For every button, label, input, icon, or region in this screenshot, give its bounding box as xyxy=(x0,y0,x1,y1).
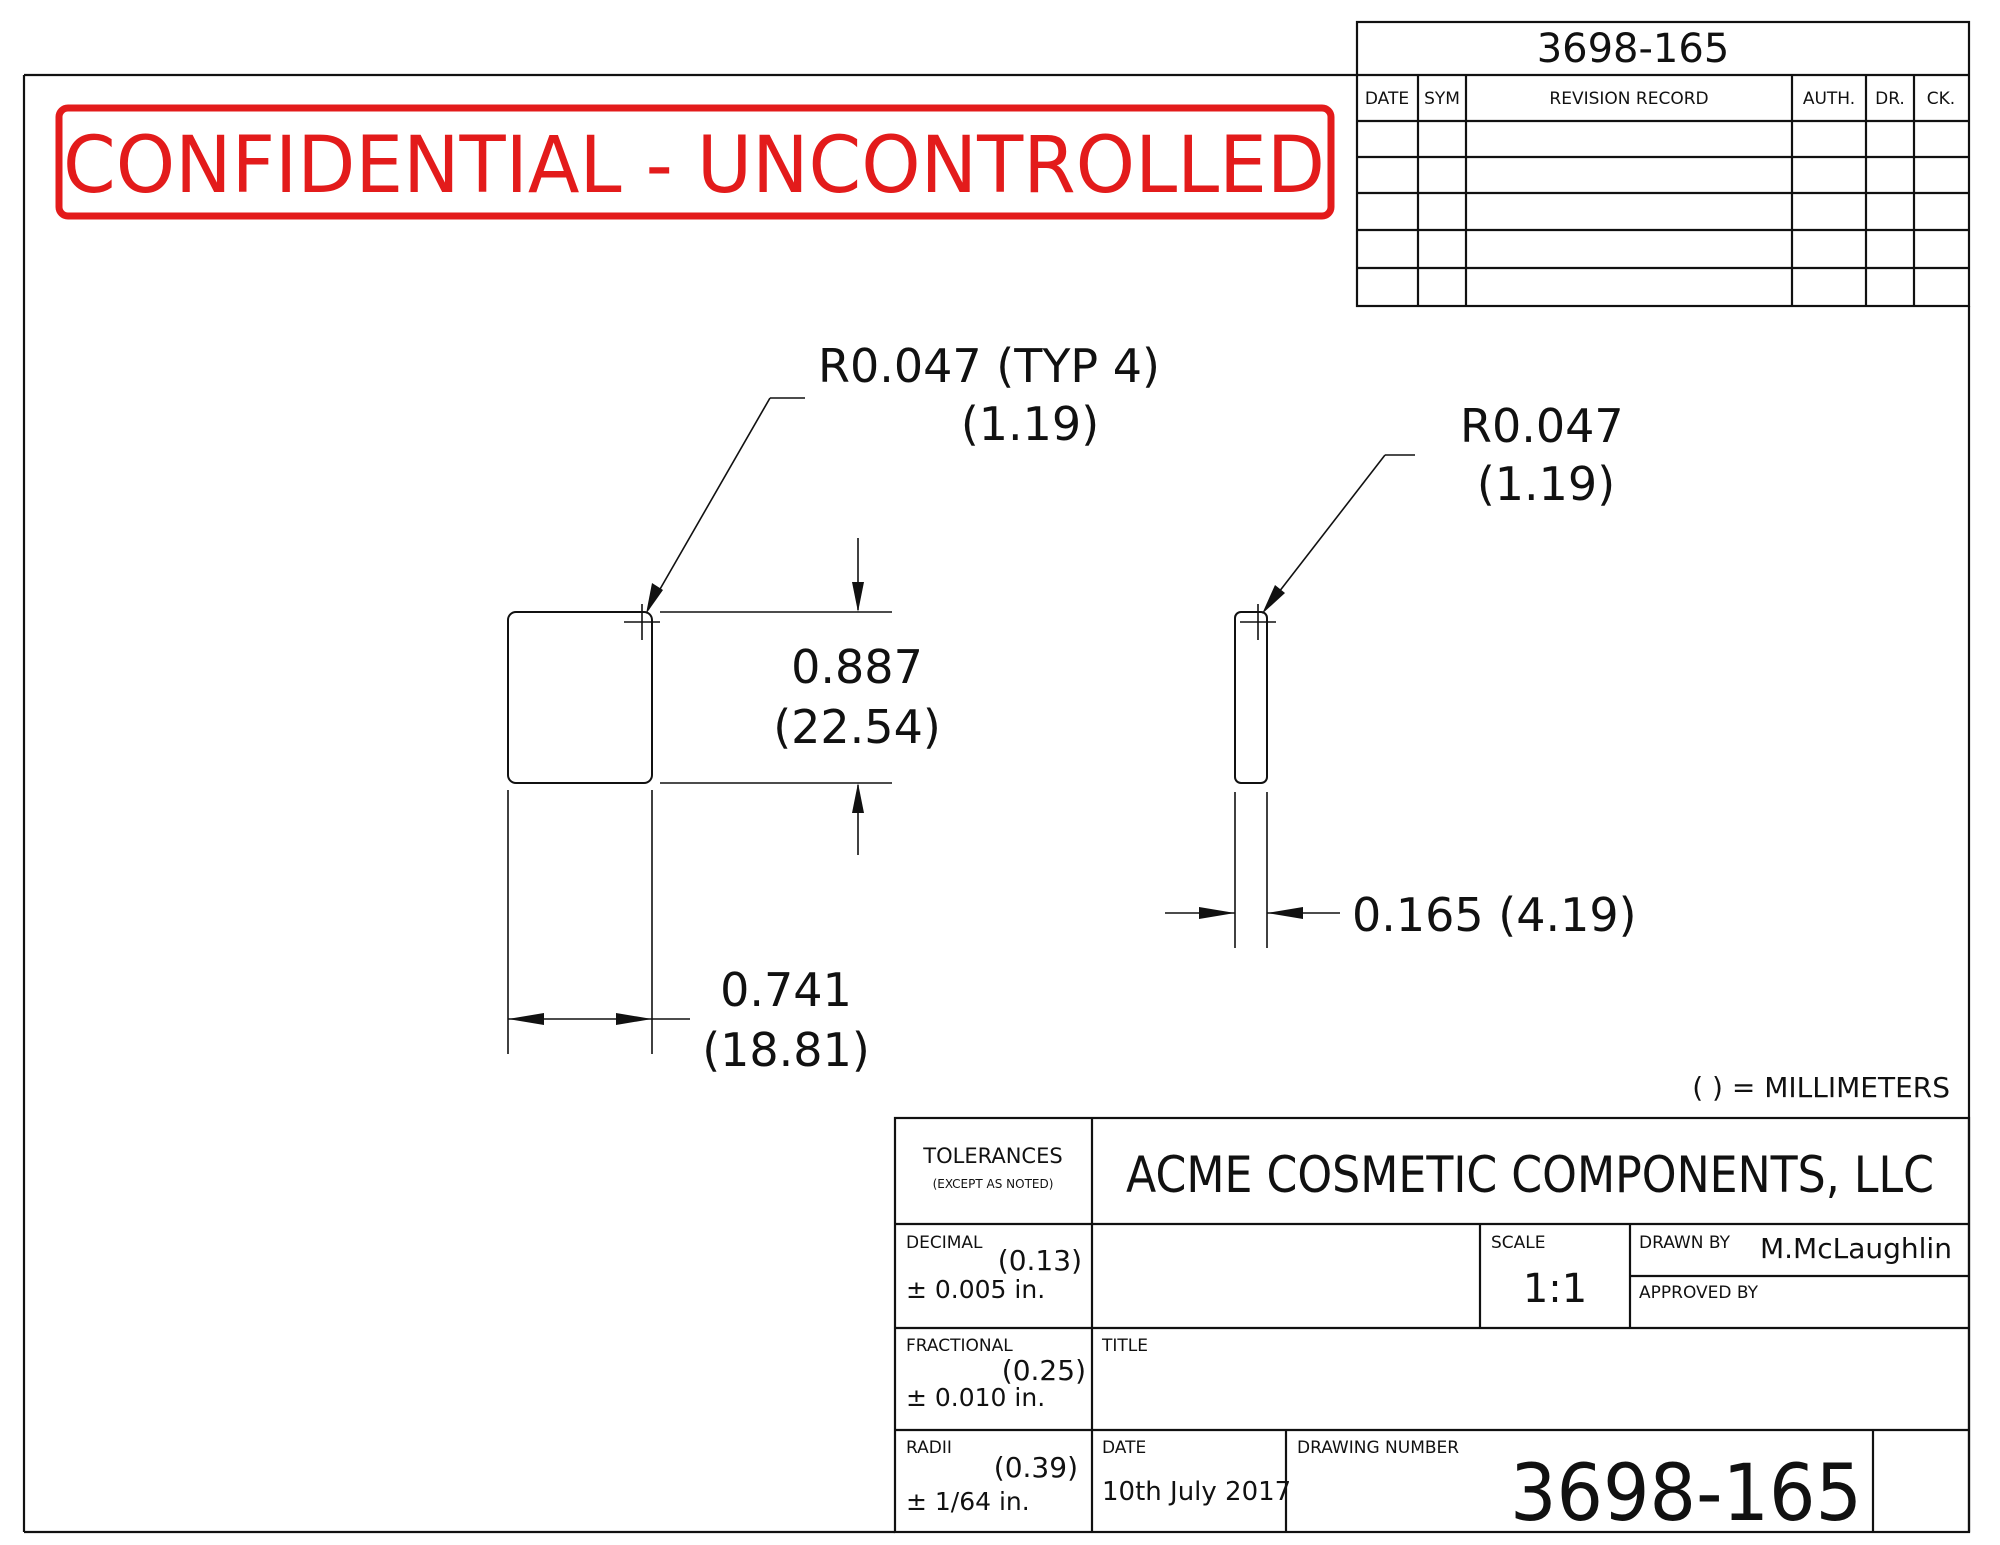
front-width-mm: (18.81) xyxy=(702,1023,870,1077)
revision-header-auth: AUTH. xyxy=(1803,89,1855,109)
front-radius-mm: (1.19) xyxy=(961,397,1099,451)
front-radius-label: R0.047 (TYP 4) xyxy=(818,339,1160,393)
units-note: ( ) = MILLIMETERS xyxy=(1692,1071,1950,1104)
tolerances-subheading: (EXCEPT AS NOTED) xyxy=(933,1177,1054,1191)
decimal-value: ± 0.005 in. xyxy=(906,1275,1045,1304)
drawing-border xyxy=(22,73,1971,1534)
drawn-by-label: DRAWN BY xyxy=(1639,1233,1731,1253)
revision-drawing-number: 3698-165 xyxy=(1537,26,1730,72)
company-name: ACME COSMETIC COMPONENTS, LLC xyxy=(1126,1146,1934,1204)
fractional-label: FRACTIONAL xyxy=(906,1336,1013,1356)
revision-header-dr: DR. xyxy=(1875,89,1905,109)
fractional-value: ± 0.010 in. xyxy=(906,1383,1045,1412)
front-height-in: 0.887 xyxy=(791,640,923,694)
front-view: R0.047 (TYP 4) (1.19) 0.887 (22.54) 0.74… xyxy=(507,339,1160,1077)
stamp-text: CONFIDENTIAL - UNCONTROLLED xyxy=(63,121,1325,211)
revision-header-date: DATE xyxy=(1365,89,1409,109)
scale-value: 1:1 xyxy=(1523,1266,1587,1312)
scale-label: SCALE xyxy=(1491,1233,1546,1253)
tolerances-heading: TOLERANCES xyxy=(922,1144,1062,1168)
front-width-in: 0.741 xyxy=(720,963,852,1017)
approved-by-label: APPROVED BY xyxy=(1639,1283,1759,1303)
side-view-part-outline xyxy=(1234,611,1268,784)
title-label: TITLE xyxy=(1101,1336,1148,1356)
radii-label: RADII xyxy=(906,1438,952,1458)
radii-mm: (0.39) xyxy=(994,1451,1078,1484)
revision-header-ck: CK. xyxy=(1927,89,1955,109)
drawing-number: 3698-165 xyxy=(1510,1449,1862,1539)
date-label: DATE xyxy=(1102,1438,1146,1458)
revision-header-sym: SYM xyxy=(1424,89,1460,109)
front-height-mm: (22.54) xyxy=(773,700,941,754)
side-radius-mm: (1.19) xyxy=(1477,457,1615,511)
side-radius-label: R0.047 xyxy=(1460,399,1624,453)
revision-header-record: REVISION RECORD xyxy=(1549,89,1708,109)
side-view: R0.047 (1.19) 0.165 (4.19) xyxy=(1165,399,1637,948)
drawing-number-label: DRAWING NUMBER xyxy=(1297,1438,1459,1458)
fractional-mm: (0.25) xyxy=(1002,1354,1086,1387)
stamp-border xyxy=(55,104,1335,220)
front-view-part-outline xyxy=(507,611,653,784)
decimal-mm: (0.13) xyxy=(998,1244,1082,1277)
date-value: 10th July 2017 xyxy=(1102,1477,1291,1507)
decimal-label: DECIMAL xyxy=(906,1233,983,1253)
confidential-stamp: CONFIDENTIAL - UNCONTROLLED xyxy=(55,104,1335,220)
radii-value: ± 1/64 in. xyxy=(906,1487,1030,1516)
revision-block: 3698-165 DATE SYM REVISION RECORD AUTH. … xyxy=(1355,20,1971,308)
title-block: TOLERANCES (EXCEPT AS NOTED) DECIMAL (0.… xyxy=(893,1116,1971,1539)
drawn-by-value: M.McLaughlin xyxy=(1760,1232,1952,1265)
side-thickness: 0.165 (4.19) xyxy=(1352,888,1637,942)
